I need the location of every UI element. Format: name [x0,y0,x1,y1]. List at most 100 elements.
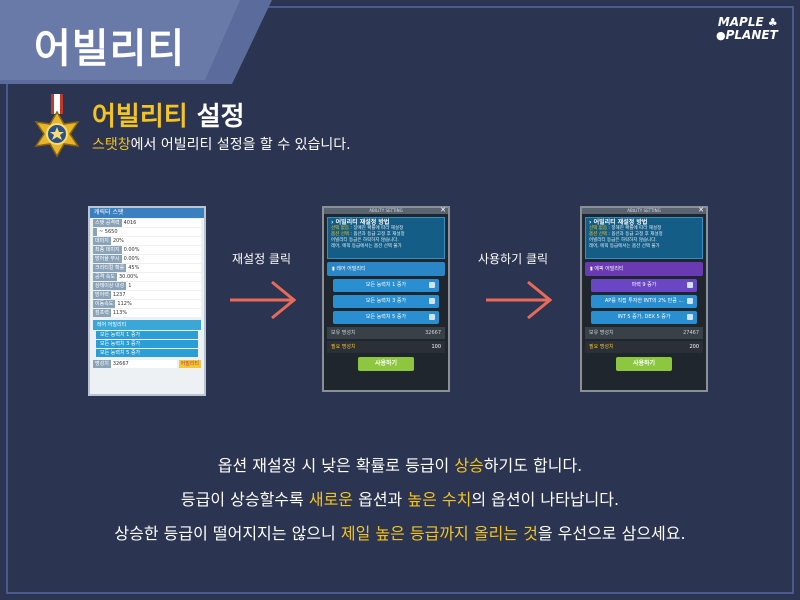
title-banner: 어빌리티 [0,0,272,86]
stat-key: 공격 속도 [93,273,117,281]
ability-rank-badge: ▮ 레어 어빌리티 [327,262,445,276]
guide-line-highlight: 옵션 선택 [331,232,349,237]
section-title: 어빌리티 설정 [92,96,245,133]
ability-option-line[interactable]: 모든 능력치 1 증가 [333,279,439,292]
title-banner-shape [0,0,272,84]
bookmark-icon: ▮ [332,266,335,272]
line1-highlight: 상승 [454,456,484,475]
line1-pre: 옵션 재설정 시 낮은 확률로 등급이 [217,456,455,475]
stat-ability-line: 모든 능력치 5 증가 [96,349,198,357]
line1-post: 하기도 합니다. [483,456,583,475]
guide-line-highlight: 옵션 선택 [589,232,607,237]
lock-icon[interactable] [687,282,693,288]
reset-guide-box: › 어빌리티 재설정 방법 선택 없음 : 장애진 확률에 따라 재설정 옵션 … [327,217,445,259]
stat-key: 방어율 무시 [93,255,122,263]
stat-value: ~ 5650 [97,228,201,236]
stat-key: 최종 데미지 [93,246,122,254]
stat-ability-line: 모든 능력치 3 증가 [96,340,198,348]
honor-value: 32667 [110,360,177,368]
ability-option-text: AP를 직접 투자한 INT의 2% 만큼 ... [604,298,684,304]
line2-mid: 옵션과 [353,490,408,509]
line3-highlight: 제일 높은 등급까지 올리는 것 [340,524,538,543]
lock-icon[interactable] [429,314,435,320]
explanation-line-1: 옵션 재설정 시 낮은 확률로 등급이 상승하기도 합니다. [0,452,800,476]
explanation-line-3: 상승한 등급이 떨어지지는 않으니 제일 높은 등급까지 올리는 것을 우선으로… [0,520,800,544]
page-title: 어빌리티 [34,26,186,72]
bookmark-icon: ▮ [590,266,593,272]
lock-icon[interactable] [687,314,693,320]
stat-value: 112% [115,300,201,308]
ability-option-line[interactable]: 모든 능력치 3 증가 [333,295,439,308]
arrow-right-icon [230,280,297,320]
ability-reset-button[interactable]: 어빌리티 [178,360,201,368]
use-button[interactable]: 사용하기 [616,357,672,371]
stat-value: 113% [110,309,201,317]
line2-pre: 등급이 상승할수록 [180,490,309,509]
step-caption-use: 사용하기 클릭 [478,252,549,266]
stat-key: 데미지 [93,237,111,245]
ability-option-line[interactable]: 마력 9 증가 [591,279,697,292]
stat-value: 0.00% [121,246,201,254]
lock-icon[interactable] [429,298,435,304]
close-icon[interactable]: ✕ [440,206,446,214]
guide-line: 선택 없음 : 정해진 확률에 따라 재설정 [589,226,699,232]
section-subtitle: 스탯창에서 어빌리티 설정을 할 수 있습니다. [92,134,351,154]
explanation-line-2: 등급이 상승할수록 새로운 옵션과 높은 수치의 옵션이 나타납니다. [0,486,800,510]
ability-option-line[interactable]: 모든 능력치 5 증가 [333,311,439,324]
guide-line: 옵션 선택 : 옵션과 등급 고정 후 재설정 [331,232,441,238]
section-subtitle-highlight: 스탯창 [92,137,131,153]
lock-icon[interactable] [429,282,435,288]
planet-icon: ● [716,29,726,42]
close-icon[interactable]: ✕ [698,206,704,214]
guide-line: 선택 없음 : 장애진 확률에 따라 재설정 [331,226,441,232]
stat-value: 30.00% [117,273,201,281]
ability-rank-label: 레어 어빌리티 [336,266,366,272]
ability-option-line[interactable]: AP를 직접 투자한 INT의 2% 만큼 ... [591,295,697,308]
stat-key: 스탯 공격력 [93,219,122,227]
stat-key: 점프력 [93,309,111,317]
owned-honor-label: 보유 명성치 [331,330,356,336]
ability-rank-label: 에픽 어빌리티 [594,266,624,272]
lock-icon[interactable] [687,298,693,304]
guide-line: 레어, 에픽 등급에서는 옵션 선택 불가 [589,244,660,249]
ability-option-line[interactable]: INT 5 증가, DEX 5 증가 [591,311,697,324]
required-honor-value: 200 [689,344,699,350]
maple-planet-logo: MAPLE ♣ ●PLANET [712,15,778,43]
guide-line-text: : 정해진 확률에 따라 재설정 [607,226,662,231]
ability-rank-badge: ▮ 에픽 어빌리티 [585,262,703,276]
owned-honor-label: 보유 명성치 [589,330,614,336]
ability-option-text: 모든 능력치 5 증가 [365,314,407,320]
stat-value: 20% [110,237,201,245]
logo-text-planet: PLANET [725,28,778,42]
window-titlebar: ABILITY SETTING✕ [582,206,706,214]
guide-line: 레어, 에픽 등급에서는 옵션 선택 불가 [331,244,402,249]
required-honor-label: 필요 명성치 [331,344,356,350]
step-caption-reset: 재설정 클릭 [232,252,292,266]
ability-option-text: 마력 9 증가 [631,282,657,288]
stat-key: 이동속도 [93,300,116,308]
guide-title-text: 어빌리티 재설정 방법 [335,219,390,226]
ability-option-text: INT 5 증가, DEX 5 증가 [617,314,671,320]
guide-line: 어빌리티 등급은 하락하지 않습니다. [589,238,657,243]
stat-value: 1 [126,282,201,290]
required-honor-row: 필요 명성치 200 [585,341,703,353]
logo-text-maple: MAPLE [717,15,764,29]
guide-line-text: : 장애진 확률에 따라 재설정 [349,226,404,231]
use-button[interactable]: 사용하기 [358,357,414,371]
stat-ability-line: 모든 능력치 1 증가 [96,331,198,339]
ability-option-text: 모든 능력치 3 증가 [365,298,407,304]
required-honor-label: 필요 명성치 [589,344,614,350]
